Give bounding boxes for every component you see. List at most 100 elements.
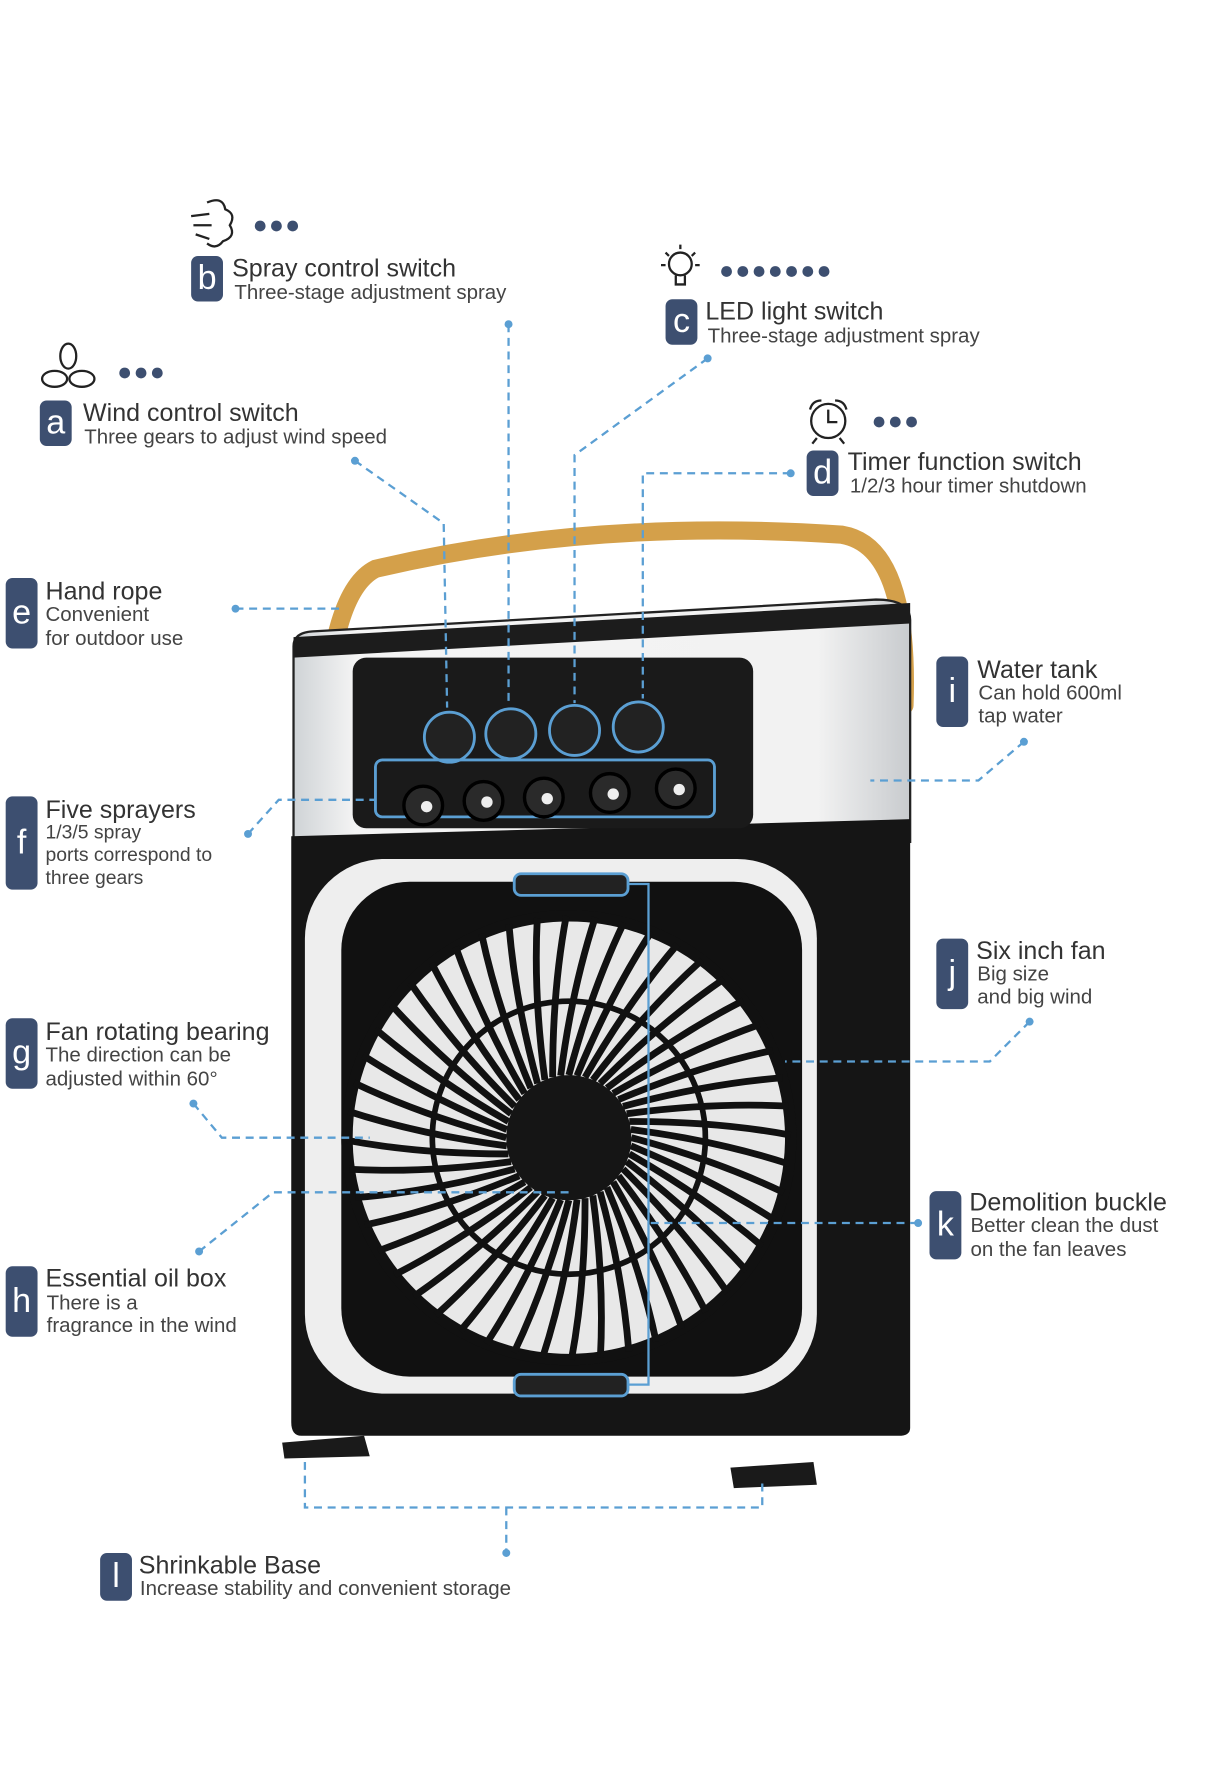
feature-d-desc: 1/2/3 hour timer shutdown (849, 474, 1087, 498)
grille-spoke (354, 1165, 516, 1202)
grille-spoke (620, 1166, 731, 1295)
grille-spoke (411, 1189, 540, 1300)
grille-spoke (573, 929, 655, 1077)
grille-spoke (557, 916, 599, 1077)
grille-spoke (352, 1079, 508, 1141)
badge-f: f (5, 796, 38, 890)
feature-g-desc-1: The direction can be (45, 1043, 232, 1067)
badge-h: h (5, 1266, 38, 1337)
feature-i-desc-1: Can hold 600ml (978, 681, 1122, 705)
feature-h-desc-1: There is a (46, 1291, 138, 1315)
control-buttons (422, 700, 665, 764)
feature-d-title: Timer function switch (847, 447, 1082, 476)
feature-k-desc-1: Better clean the dust (970, 1213, 1159, 1237)
grille-spoke (610, 1180, 686, 1330)
feature-k-title: Demolition buckle (969, 1187, 1167, 1217)
grille-spoke (483, 1198, 564, 1346)
feature-h-title: Essential oil box (45, 1263, 227, 1293)
foot-left (282, 1435, 370, 1459)
feature-j-desc-1: Big size (977, 962, 1049, 986)
grille-spoke (361, 1052, 509, 1133)
fan-inner-ring (429, 998, 709, 1278)
badge-b: b (191, 255, 223, 302)
grille-spoke (532, 917, 549, 1081)
grille-spoke (611, 1021, 761, 1097)
feature-i-desc-2: tap water (978, 704, 1063, 727)
grille-spoke (392, 1184, 533, 1278)
bulb-icon (661, 244, 700, 286)
feature-g-title: Fan rotating bearing (45, 1017, 270, 1046)
spray-icon (190, 199, 234, 248)
grille-spoke (388, 1002, 514, 1117)
feature-b-desc: Three-stage adjustment spray (234, 281, 507, 304)
grille-spoke (568, 1198, 589, 1361)
alarm-clock-icon (808, 399, 848, 445)
grille-spoke (349, 1158, 512, 1174)
grille-spoke (478, 933, 534, 1090)
grille-spoke (433, 1193, 548, 1318)
feature-f-desc-1: 1/3/5 spray (45, 821, 142, 844)
grille-spoke (373, 1026, 511, 1125)
feature-l-title: Shrinkable Base (138, 1550, 322, 1580)
grille-spoke (589, 1195, 605, 1358)
fan-hub (506, 1075, 632, 1201)
grille-spoke (347, 1108, 508, 1150)
feature-h-desc-2: fragrance in the wind (46, 1314, 237, 1337)
feature-b-title: Spray control switch (232, 253, 457, 283)
feature-e-title: Hand rope (45, 576, 163, 606)
feature-l-desc: Increase stability and convenient storag… (139, 1576, 512, 1600)
badge-c: c (665, 299, 698, 345)
grille-spoke (597, 976, 726, 1086)
feature-c-title: LED light switch (705, 296, 884, 326)
badge-k: k (929, 1191, 962, 1260)
grille-spoke (510, 1199, 573, 1355)
feature-j-title: Six inch fan (976, 936, 1106, 965)
grille-spoke (539, 1199, 581, 1360)
grille-spoke (428, 961, 522, 1102)
grille-spoke (582, 942, 681, 1079)
grille-spoke (364, 1172, 521, 1229)
feature-e-desc-1: Convenient (45, 602, 150, 626)
grille-spoke (549, 915, 570, 1078)
grille-spoke (603, 1186, 660, 1343)
grille-spoke (505, 923, 541, 1085)
feature-a-title: Wind control switch (83, 398, 299, 427)
feature-g-desc-2: adjusted within 60° (45, 1067, 218, 1090)
hand-rope (315, 521, 915, 749)
badge-j: j (936, 938, 969, 1010)
grille-spoke (627, 1150, 765, 1249)
leader-lines (192, 324, 1031, 1553)
badge-e: e (5, 577, 38, 649)
grille-spoke (630, 1126, 791, 1168)
grille-spoke (630, 1134, 786, 1196)
grille-spoke (604, 997, 745, 1091)
grille-spoke (596, 1190, 633, 1352)
badge-a: a (39, 400, 72, 446)
grille-spoke (457, 1196, 556, 1334)
feature-f-desc-2: ports correspond to (45, 844, 213, 866)
grille-spoke (565, 921, 627, 1076)
feature-a-desc: Three gears to adjust wind speed (84, 425, 388, 449)
feature-f-title: Five sprayers (45, 795, 196, 824)
fan-icon (40, 342, 96, 388)
grille-spoke (626, 1101, 789, 1118)
spray-level-dots: ●●● (252, 210, 302, 239)
grille-spoke (622, 1074, 783, 1110)
badge-l: l (100, 1552, 132, 1601)
wind-level-dots: ●●● (117, 357, 166, 386)
feature-i-title: Water tank (977, 655, 1098, 684)
led-level-dots: ●●●●●●● (719, 255, 833, 285)
foot-right (730, 1461, 817, 1489)
grille-spoke (346, 1136, 509, 1158)
feature-k-desc-2: on the fan leaves (970, 1237, 1127, 1261)
feature-c-desc: Three-stage adjustment spray (707, 324, 980, 347)
grille-spoke (452, 945, 528, 1096)
grille-spoke (624, 1158, 749, 1273)
feature-j-desc-2: and big wind (977, 985, 1093, 1009)
badge-i: i (936, 656, 969, 727)
feature-e-desc-2: for outdoor use (45, 626, 184, 650)
feature-f-desc-3: three gears (45, 866, 144, 889)
grille-spoke (590, 957, 705, 1082)
